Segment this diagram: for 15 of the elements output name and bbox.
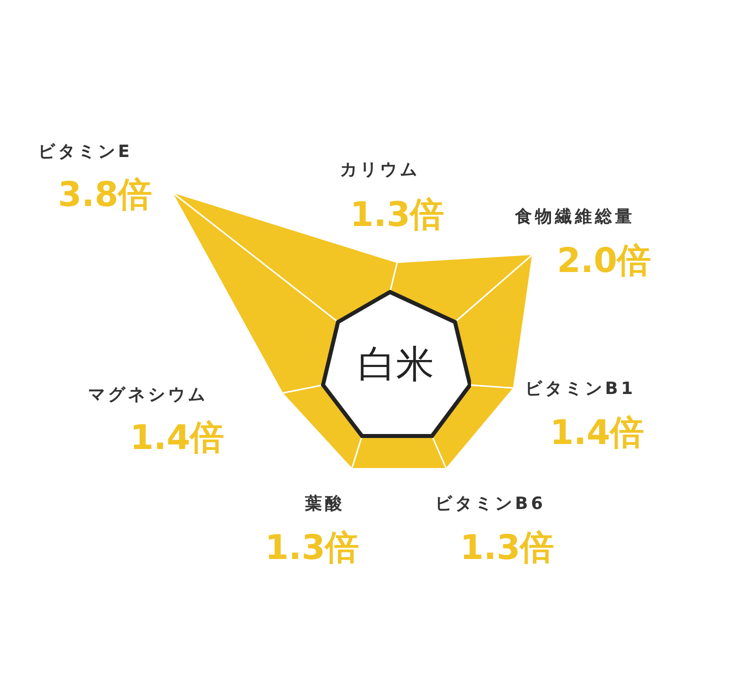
nutrient-name: カリウム: [340, 159, 420, 181]
value-label: 3.8倍: [58, 174, 152, 217]
value-label: 1.3倍: [460, 527, 554, 570]
nutrient-name: ビタミンE: [38, 141, 133, 163]
heptagon-node: 白米: [321, 290, 471, 438]
nutrient-name: マグネシウム: [88, 384, 208, 406]
nutrient-name: 食物繊維総量: [515, 206, 635, 228]
value-label: 1.3倍: [350, 194, 444, 237]
value-label: 1.4倍: [550, 412, 644, 455]
nutrient-name: ビタミンB1: [525, 378, 636, 400]
value-label: 1.4倍: [130, 417, 224, 460]
nutrient-name: 葉酸: [305, 493, 345, 515]
nutrient-name: ビタミンB6: [435, 493, 546, 515]
value-label: 2.0倍: [557, 240, 652, 283]
value-label: 1.3倍: [265, 527, 360, 570]
